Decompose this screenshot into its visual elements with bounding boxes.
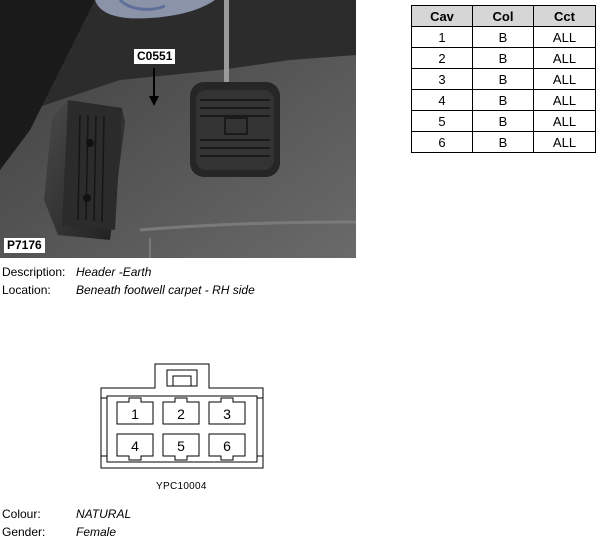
- cell-cct: ALL: [533, 131, 596, 153]
- connector-callout-label: C0551: [134, 49, 176, 64]
- col-header-cav: Cav: [411, 5, 473, 27]
- colour-value: NATURAL: [76, 507, 132, 521]
- cell-cct: ALL: [533, 26, 596, 48]
- cavity-5-label: 5: [177, 438, 185, 454]
- cell-col: B: [472, 89, 534, 111]
- table-header-row: Cav Col Cct: [411, 5, 596, 27]
- cavity-6-label: 6: [223, 438, 231, 454]
- cell-cav: 1: [411, 26, 473, 48]
- table-row: 6 B ALL: [411, 131, 596, 153]
- photo-id-label: P7176: [4, 238, 45, 253]
- col-header-col: Col: [472, 5, 534, 27]
- table-row: 1 B ALL: [411, 26, 596, 48]
- connector-face-diagram: 1 2 3 4 5 6: [100, 363, 264, 469]
- table-row: 5 B ALL: [411, 110, 596, 132]
- cell-cav: 6: [411, 131, 473, 153]
- cell-col: B: [472, 131, 534, 153]
- description-row: Description: Header -Earth: [2, 265, 151, 280]
- colour-row: Colour: NATURAL: [2, 507, 131, 522]
- cell-col: B: [472, 110, 534, 132]
- description-value: Header -Earth: [76, 265, 152, 279]
- footwell-photo-drawing: [0, 0, 356, 258]
- location-row: Location: Beneath footwell carpet - RH si…: [2, 283, 255, 298]
- location-label: Location:: [2, 283, 51, 297]
- table-row: 3 B ALL: [411, 68, 596, 90]
- cell-cav: 4: [411, 89, 473, 111]
- cavity-3-label: 3: [223, 406, 231, 422]
- description-label: Description:: [2, 265, 66, 279]
- diagram-reference: YPC10004: [156, 481, 207, 492]
- cavity-2-label: 2: [177, 406, 185, 422]
- cell-col: B: [472, 26, 534, 48]
- footwell-photo: C0551 P7176: [0, 0, 356, 258]
- table-row: 2 B ALL: [411, 47, 596, 69]
- cell-cav: 2: [411, 47, 473, 69]
- cell-col: B: [472, 68, 534, 90]
- table-row: 4 B ALL: [411, 89, 596, 111]
- cell-cct: ALL: [533, 110, 596, 132]
- cell-cav: 3: [411, 68, 473, 90]
- gender-value: Female: [76, 525, 117, 539]
- col-header-cct: Cct: [533, 5, 596, 27]
- cell-cct: ALL: [533, 89, 596, 111]
- colour-label: Colour:: [2, 507, 41, 521]
- cavity-1-label: 1: [131, 406, 139, 422]
- cell-col: B: [472, 47, 534, 69]
- gender-label: Gender:: [2, 525, 46, 539]
- cell-cct: ALL: [533, 47, 596, 69]
- cavity-table: Cav Col Cct 1 B ALL 2 B ALL 3 B ALL 4 B …: [411, 5, 596, 153]
- cavity-4-label: 4: [131, 438, 139, 454]
- cell-cav: 5: [411, 110, 473, 132]
- gender-row: Gender: Female: [2, 525, 116, 540]
- location-value: Beneath footwell carpet - RH side: [76, 283, 255, 297]
- cell-cct: ALL: [533, 68, 596, 90]
